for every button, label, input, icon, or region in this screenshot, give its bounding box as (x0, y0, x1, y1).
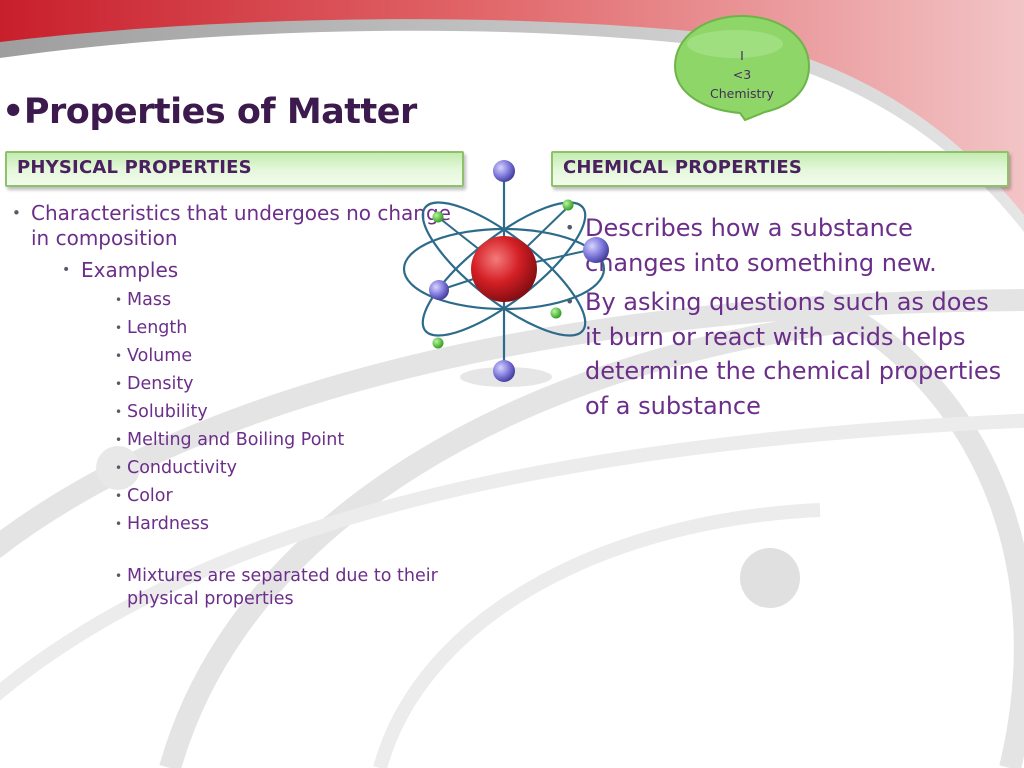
atom-icon (402, 160, 609, 387)
examples-label: Examples (62, 258, 451, 283)
physical-properties-list: Characteristics that undergoes no change… (12, 201, 451, 611)
chemical-point-2: By asking questions such as does it burn… (565, 285, 1005, 423)
physical-properties-header: PHYSICAL PROPERTIES (5, 151, 464, 187)
chemical-point-1: Describes how a substance changes into s… (565, 211, 1005, 280)
mixtures-note: Mixtures are separated due to their phys… (115, 565, 451, 611)
example-item-density: Density (115, 373, 451, 395)
example-item-hardness: Hardness (115, 513, 451, 535)
example-item-solubility: Solubility (115, 401, 451, 423)
example-item-length: Length (115, 317, 451, 339)
chemical-properties-header: CHEMICAL PROPERTIES (551, 151, 1009, 187)
slide-title: •Properties of Matter (2, 92, 417, 132)
example-item-volume: Volume (115, 345, 451, 367)
speech-bubble-icon (673, 14, 811, 122)
bubble-line-1: I (740, 48, 744, 63)
bubble-caption: I <3 Chemistry (673, 46, 811, 103)
chemical-properties-list: Describes how a substance changes into s… (565, 211, 1005, 428)
example-item-color: Color (115, 485, 451, 507)
physical-definition: Characteristics that undergoes no change… (12, 201, 451, 251)
bubble-line-2: <3 (732, 67, 752, 82)
example-item-mass: Mass (115, 289, 451, 311)
example-item-conductivity: Conductivity (115, 457, 451, 479)
bubble-line-3: Chemistry (710, 86, 774, 101)
example-item-melting-boiling-point: Melting and Boiling Point (115, 429, 451, 451)
